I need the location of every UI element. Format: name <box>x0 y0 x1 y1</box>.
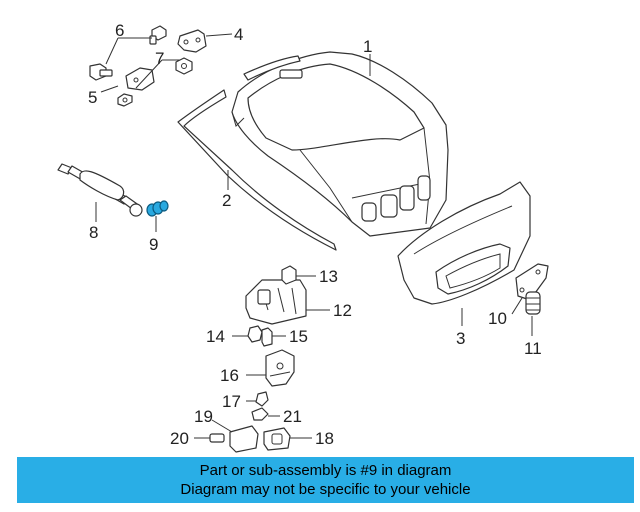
callout-8: 8 <box>89 223 98 242</box>
part-19-lock-cylinder <box>229 425 259 453</box>
part-9-highlighted <box>146 200 169 217</box>
callout-13: 13 <box>319 267 338 286</box>
part-6-bolt <box>149 25 167 45</box>
part-10-bracket <box>515 263 549 301</box>
callout-21: 21 <box>283 407 302 426</box>
part-14-bolt <box>247 325 263 343</box>
callout-14: 14 <box>206 327 225 346</box>
banner-line-2: Diagram may not be specific to your vehi… <box>180 481 471 498</box>
part-15-bolt <box>261 327 273 347</box>
callout-19: 19 <box>194 407 213 426</box>
info-banner: Part or sub-assembly is #9 in diagram Di… <box>17 457 634 503</box>
callout-9: 9 <box>149 235 158 254</box>
part-4-hinge <box>177 29 207 53</box>
part-20-screw <box>209 433 225 443</box>
callout-17: 17 <box>222 392 241 411</box>
callout-3: 3 <box>456 329 465 348</box>
part-16-striker <box>265 349 295 387</box>
callout-labels: 1 2 3 4 5 6 7 8 9 10 11 12 13 14 15 16 1… <box>88 21 542 448</box>
part-7-nuts <box>117 57 193 107</box>
callout-12: 12 <box>333 301 352 320</box>
callout-4: 4 <box>234 25 243 44</box>
part-17-bolt <box>255 391 269 407</box>
part-11-bump-stop <box>525 291 541 315</box>
part-3-trim-panel <box>397 181 531 305</box>
part-13-clip <box>281 265 297 285</box>
callout-7: 7 <box>155 49 164 68</box>
part-12-latch <box>245 279 307 325</box>
part-21-nut <box>251 407 269 421</box>
callout-15: 15 <box>289 327 308 346</box>
part-8-gas-strut <box>57 163 143 217</box>
callout-20: 20 <box>170 429 189 448</box>
callout-2: 2 <box>222 191 231 210</box>
callout-11: 11 <box>524 339 542 358</box>
part-1-liftgate-frame <box>231 51 449 237</box>
banner-line-1: Part or sub-assembly is #9 in diagram <box>199 462 452 479</box>
callout-1: 1 <box>363 37 372 56</box>
parts-diagram: 1 2 3 4 5 6 7 8 9 10 11 12 13 14 15 16 1… <box>57 21 549 453</box>
parts-diagram-drawing: 1 2 3 4 5 6 7 8 9 10 11 12 13 14 15 16 1… <box>57 21 549 453</box>
leader-lines <box>95 33 533 439</box>
callout-6: 6 <box>115 21 124 40</box>
callout-10: 10 <box>488 309 507 328</box>
callout-18: 18 <box>315 429 334 448</box>
part-5-hinge-lower <box>89 63 155 91</box>
part-2-weatherstrip <box>177 55 337 251</box>
part-18-switch <box>263 427 291 451</box>
callout-5: 5 <box>88 88 97 107</box>
callout-16: 16 <box>220 366 239 385</box>
